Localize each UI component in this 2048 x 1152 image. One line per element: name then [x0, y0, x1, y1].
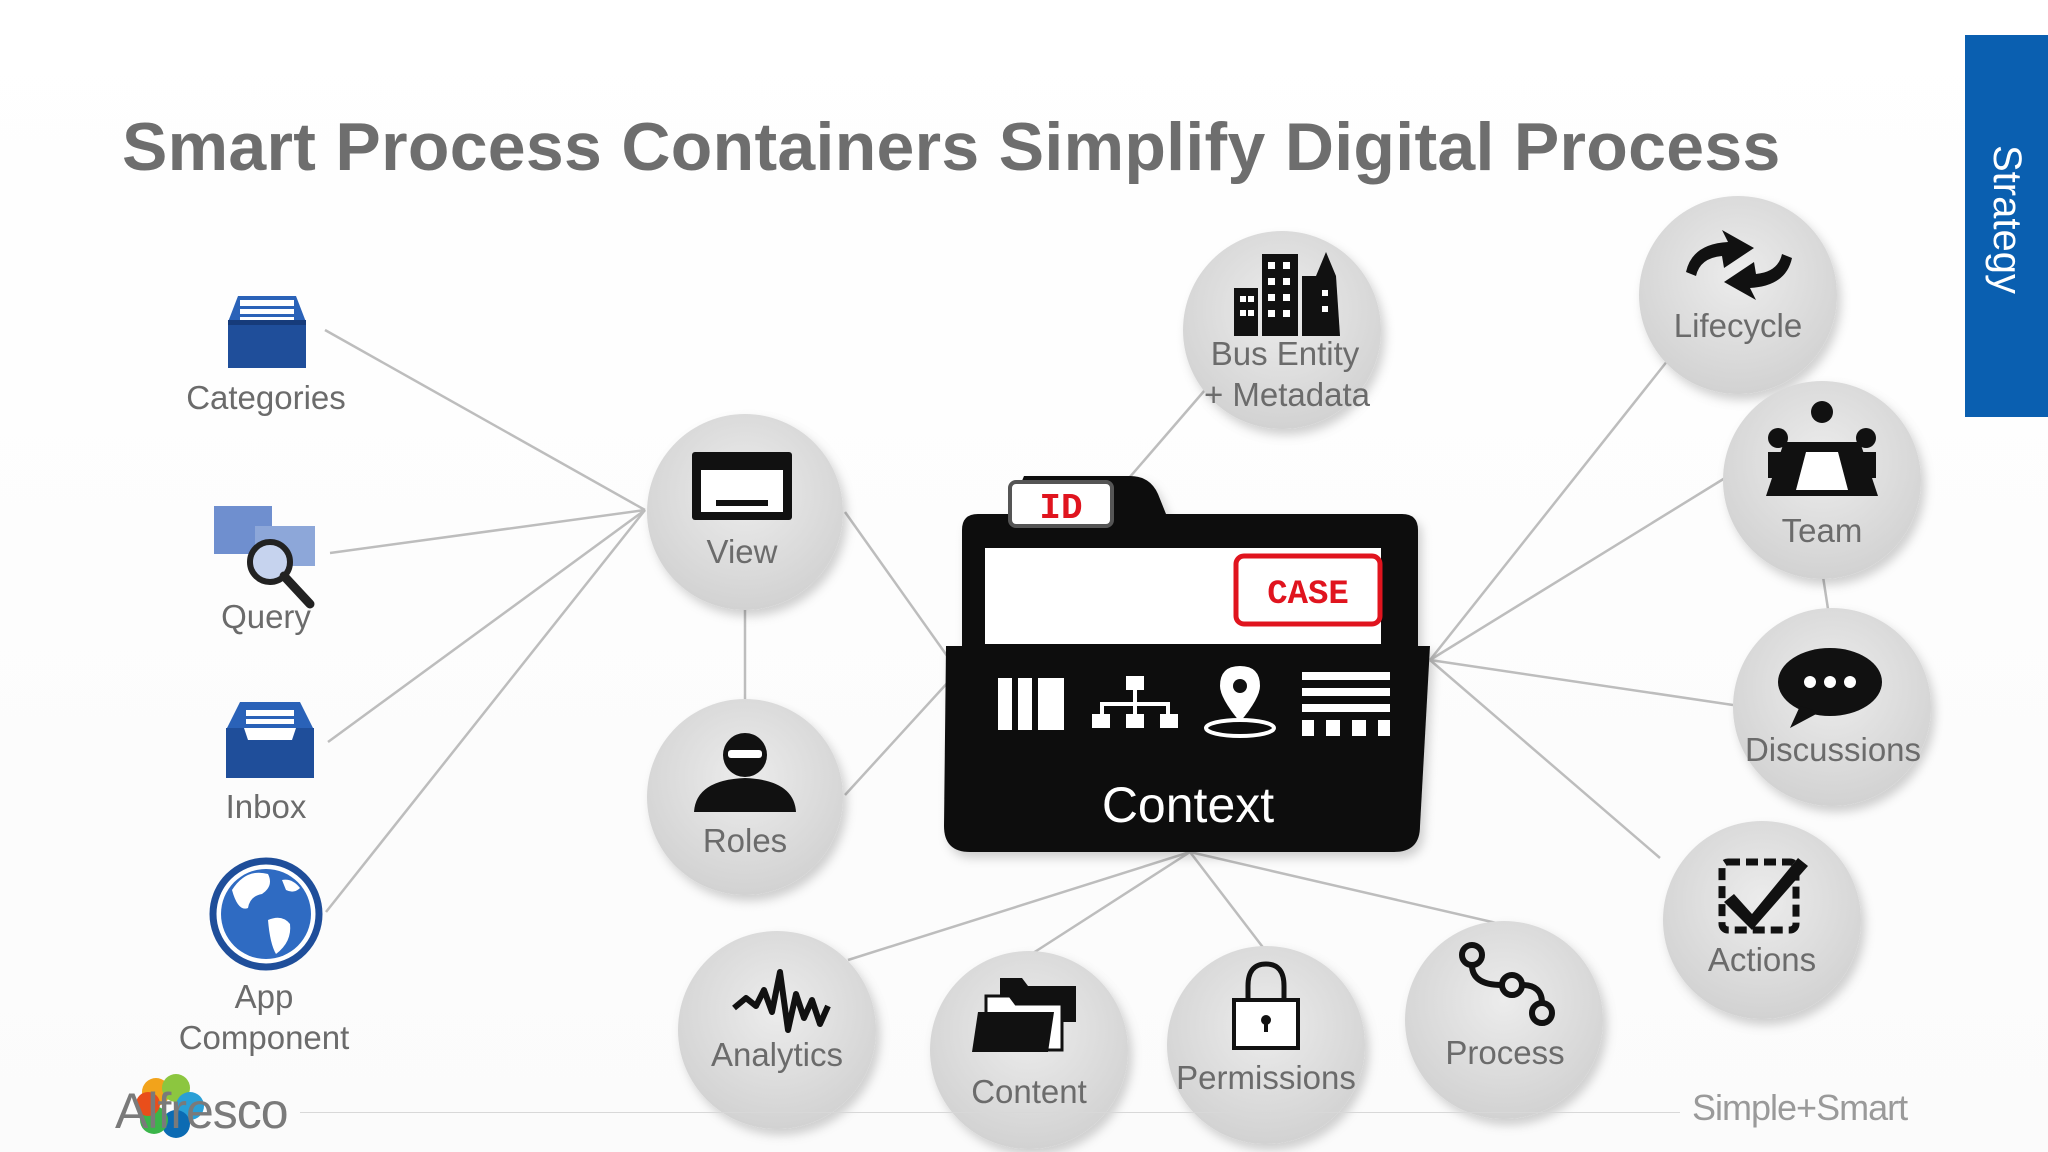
page-title: Smart Process Containers Simplify Digita… — [122, 109, 1781, 185]
hierarchy-icon — [1092, 676, 1178, 728]
line-inbox-view — [327, 508, 646, 744]
permissions-label: Permissions — [1176, 1059, 1356, 1096]
discussions-label: Discussions — [1745, 731, 1921, 768]
categories-item[interactable]: Categories — [186, 296, 346, 416]
node-view[interactable]: View — [647, 414, 843, 610]
window-icon — [692, 452, 792, 520]
buildings-icon — [1234, 252, 1340, 336]
actions-label: Actions — [1708, 941, 1816, 978]
metadata-label: + Metadata — [1204, 376, 1371, 413]
workflow-icon — [1459, 942, 1555, 1026]
columns-icon — [998, 678, 1064, 730]
app-label: App — [235, 978, 294, 1015]
case-tag: CASE — [1233, 553, 1383, 627]
line-view-context — [843, 511, 952, 661]
categories-label: Categories — [186, 379, 346, 416]
footer-divider — [300, 1112, 1680, 1113]
node-actions[interactable]: Actions — [1663, 821, 1861, 1019]
node-discussions[interactable]: Discussions — [1733, 608, 1931, 806]
person-icon — [694, 733, 796, 812]
node-bus-entity[interactable]: Bus Entity + Metadata — [1183, 231, 1381, 429]
query-label: Query — [221, 598, 311, 635]
line-context-actions — [1429, 659, 1661, 859]
line-query-view — [329, 508, 646, 555]
analytics-label: Analytics — [711, 1036, 843, 1073]
line-context-permissions — [1189, 851, 1266, 951]
inbox-label: Inbox — [226, 788, 307, 825]
content-label: Content — [971, 1073, 1087, 1110]
id-tag-label: ID — [1039, 488, 1082, 529]
padlock-icon — [1232, 961, 1300, 1050]
line-context-lifecycle — [1429, 354, 1673, 661]
node-lifecycle[interactable]: Lifecycle — [1639, 196, 1837, 394]
search-icon — [214, 506, 315, 609]
line-context-process — [1189, 850, 1506, 927]
id-tag: ID — [1008, 480, 1114, 529]
line-categories-view — [324, 328, 646, 512]
line-context-team — [1429, 476, 1726, 662]
inbox-icon — [226, 702, 314, 778]
process-label: Process — [1445, 1034, 1564, 1071]
strategy-tab-label: Strategy — [1985, 145, 2029, 294]
bus-entity-label: Bus Entity — [1211, 335, 1360, 372]
team-label: Team — [1782, 512, 1863, 549]
chat-bubble-icon — [1778, 648, 1882, 728]
connector-lines — [324, 328, 1832, 962]
inbox-item[interactable]: Inbox — [226, 702, 314, 825]
line-context-analytics — [847, 850, 1191, 962]
lifecycle-label: Lifecycle — [1674, 307, 1802, 344]
context-label: Context — [1102, 777, 1274, 833]
node-analytics[interactable]: Analytics — [678, 931, 876, 1129]
case-tag-label: CASE — [1267, 576, 1349, 614]
folders-icon — [972, 978, 1076, 1052]
app-component-item[interactable]: App Component — [179, 857, 350, 1056]
query-item[interactable]: Query — [214, 506, 315, 635]
line-context-discussions — [1429, 658, 1734, 707]
node-roles[interactable]: Roles — [647, 699, 843, 895]
checkbox-icon — [1718, 858, 1808, 934]
node-process[interactable]: Process — [1405, 921, 1603, 1119]
file-cabinet-icon — [228, 296, 306, 368]
alfresco-logo-icon — [136, 1074, 204, 1138]
waveform-icon — [732, 969, 831, 1033]
view-label: View — [707, 533, 778, 570]
strategy-tab[interactable] — [1965, 35, 2048, 417]
meeting-icon — [1766, 401, 1878, 496]
grid-icon — [1302, 672, 1390, 736]
line-context-content — [1029, 850, 1191, 957]
node-content[interactable]: Content — [930, 951, 1128, 1149]
footer-tagline: Simple+Smart — [1692, 1087, 1908, 1128]
globe-icon — [209, 857, 323, 971]
location-pin-icon — [1204, 666, 1276, 738]
node-team[interactable]: Team — [1723, 381, 1921, 579]
line-roles-context — [844, 679, 951, 796]
roles-label: Roles — [703, 822, 787, 859]
alfresco-logo-text: Alfresco — [115, 1083, 289, 1139]
component-label: Component — [179, 1019, 350, 1056]
case-folder[interactable]: ID CASE Context — [944, 476, 1430, 852]
node-permissions[interactable]: Permissions — [1167, 946, 1365, 1144]
sync-arrows-icon — [1686, 230, 1792, 300]
line-app-view — [325, 509, 646, 913]
